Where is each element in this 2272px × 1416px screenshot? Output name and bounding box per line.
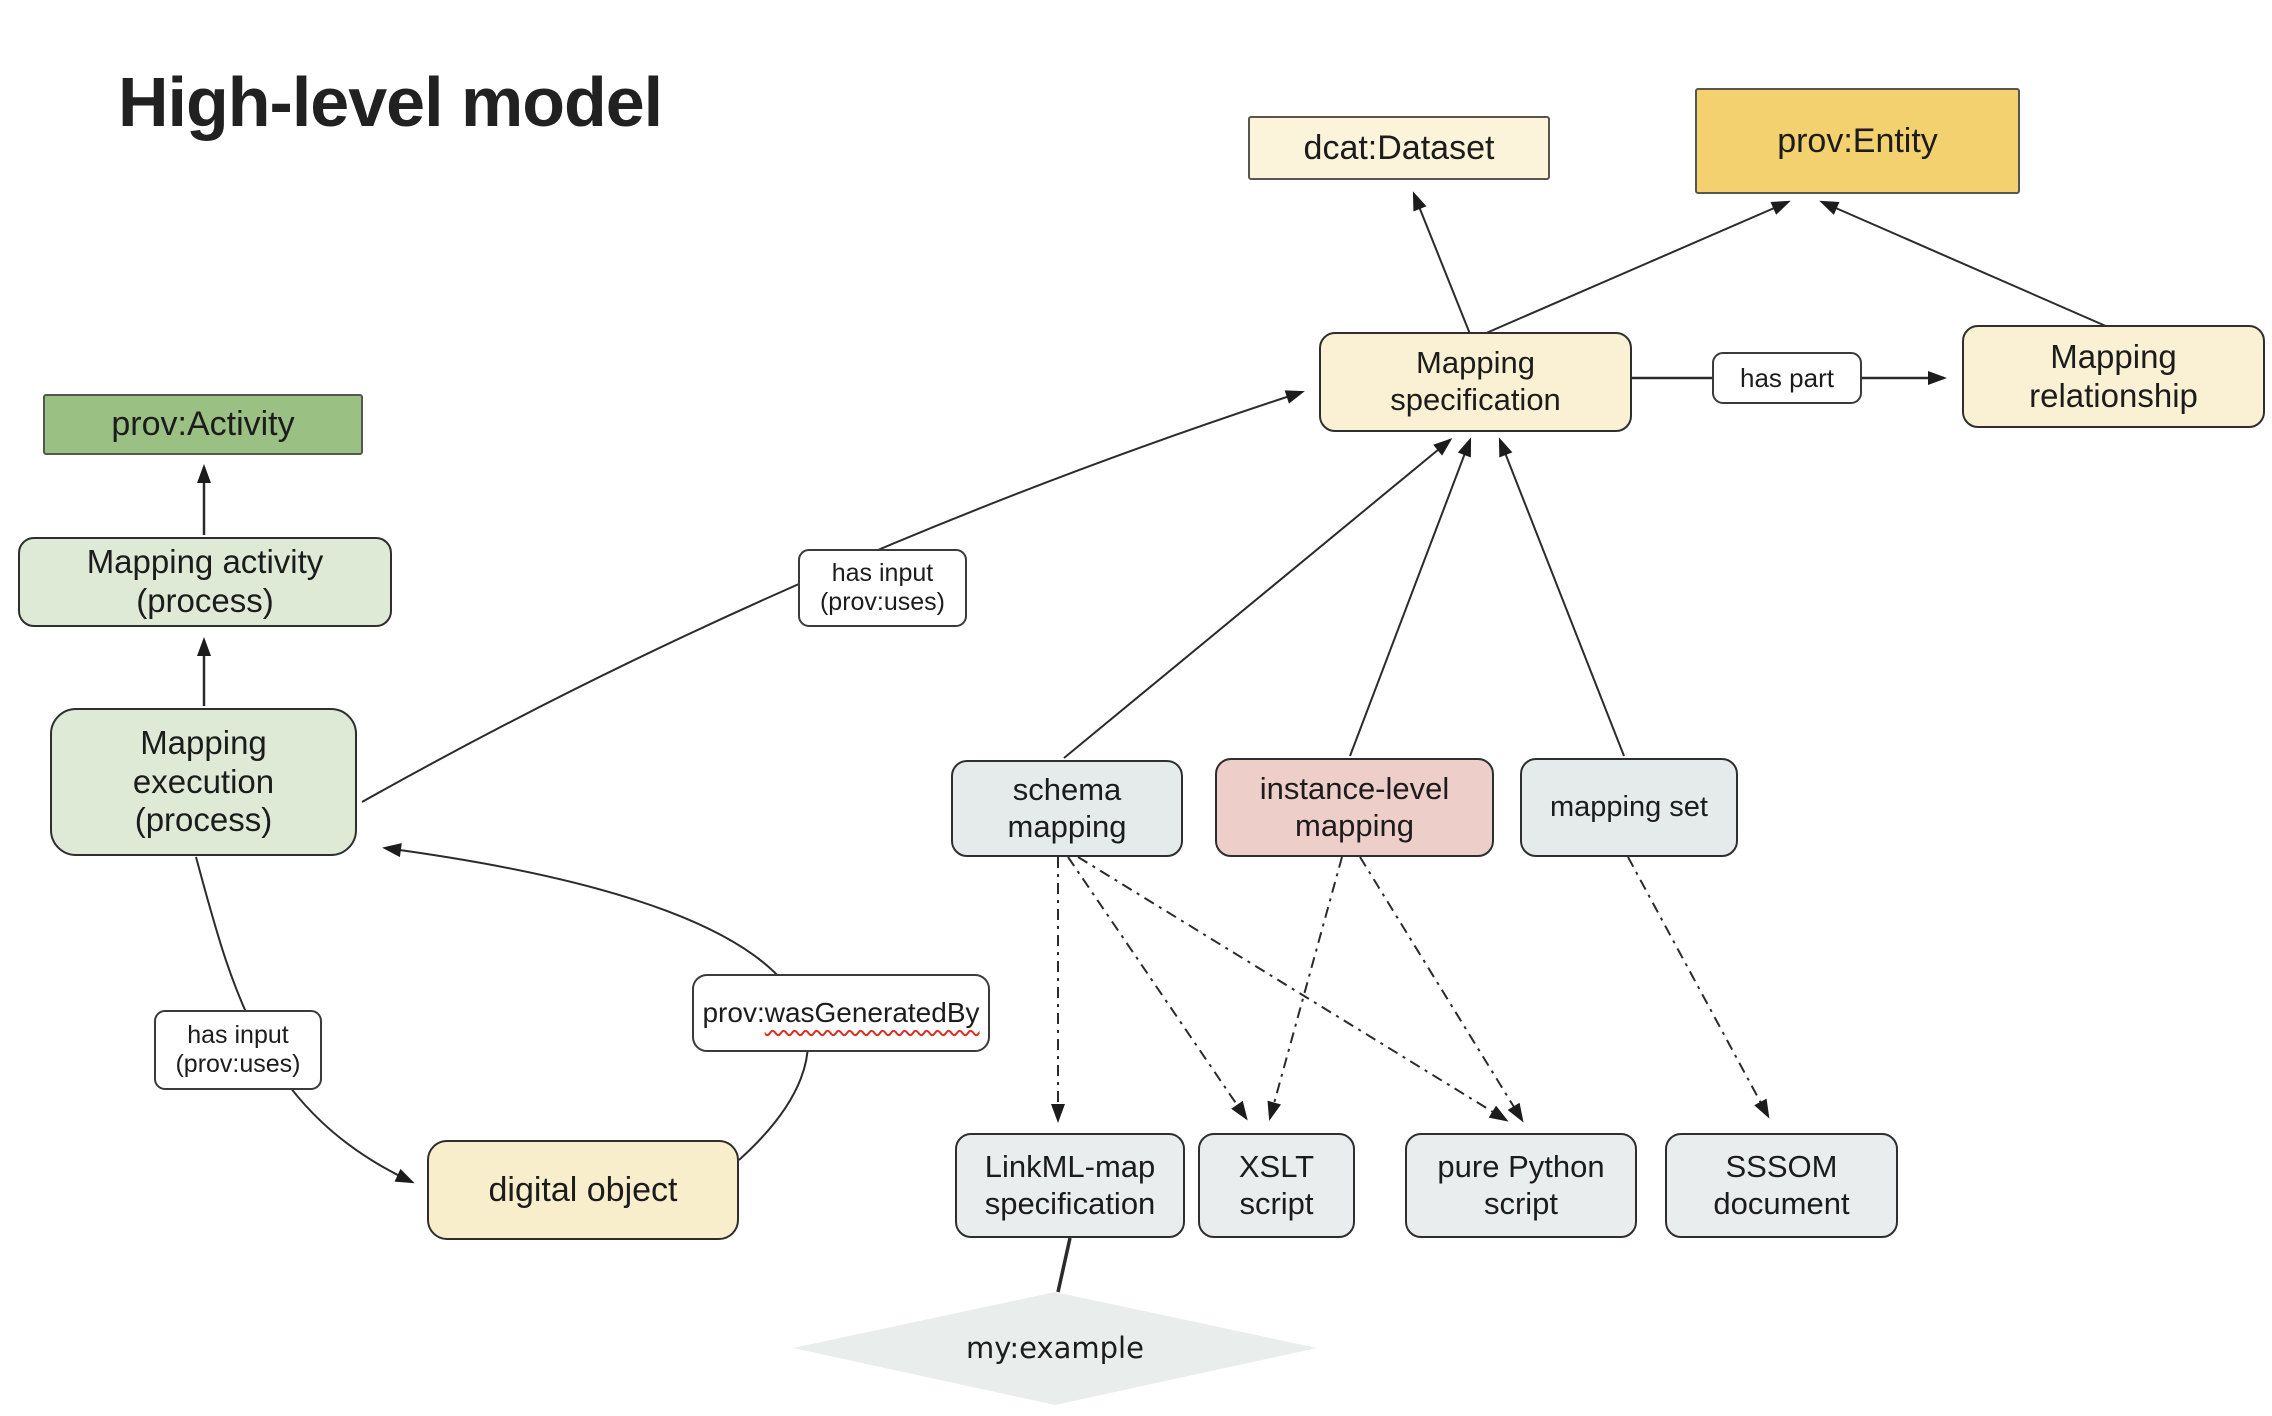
node-mapping-activity: Mapping activity (process) [18, 537, 392, 627]
my-example-diamond [793, 1292, 1317, 1405]
node-mapping-relationship: Mapping relationship [1962, 325, 2265, 428]
node-instance-level-mapping: instance-level mapping [1215, 758, 1494, 857]
edge-mapping-set-to-sssom [1627, 856, 1770, 1119]
edge-schema-to-xslt [1067, 856, 1248, 1121]
node-linkml-map-specification: LinkML-map specification [955, 1133, 1185, 1238]
node-digital-object: digital object [427, 1140, 739, 1240]
edge-relationship-to-prov-entity [1819, 200, 2109, 328]
edge-label-has-input-lower: has input (prov:uses) [154, 1010, 322, 1090]
edge-mapping-set-to-spec [1498, 437, 1625, 757]
node-sssom-document: SSSOM document [1665, 1133, 1898, 1238]
edge-spec-to-dcat-dataset [1412, 191, 1471, 335]
node-mapping-specification: Mapping specification [1319, 332, 1632, 432]
edge-instance-level-to-spec [1349, 437, 1472, 757]
node-dcat-dataset: dcat:Dataset [1248, 116, 1550, 180]
edge-label-has-part: has part [1712, 352, 1862, 404]
node-xslt-script: XSLT script [1198, 1133, 1355, 1238]
edge-label-was-generated-by: prov:wasGeneratedBy [692, 974, 990, 1052]
node-mapping-execution: Mapping execution (process) [50, 708, 357, 856]
was-generated-by-prefix: prov: [702, 997, 765, 1029]
node-schema-mapping: schema mapping [951, 760, 1183, 857]
edge-linkml-to-my-example [1056, 1237, 1072, 1293]
edge-schema-mapping-to-spec [1063, 438, 1453, 759]
edge-spec-to-prov-entity [1483, 200, 1791, 335]
node-pure-python-script: pure Python script [1405, 1133, 1637, 1238]
node-mapping-set: mapping set [1520, 758, 1738, 857]
edge-label-has-input-upper: has input (prov:uses) [798, 549, 967, 627]
edge-schema-to-pure-python [1077, 856, 1509, 1122]
diagram-title: High-level model [118, 63, 663, 141]
node-my-example-label: my:example [966, 1331, 1144, 1365]
node-prov-activity: prov:Activity [43, 394, 363, 455]
edge-instance-level-to-xslt [1267, 856, 1343, 1121]
node-prov-entity: prov:Entity [1695, 88, 2020, 194]
was-generated-by-word: wasGeneratedBy [764, 997, 980, 1029]
